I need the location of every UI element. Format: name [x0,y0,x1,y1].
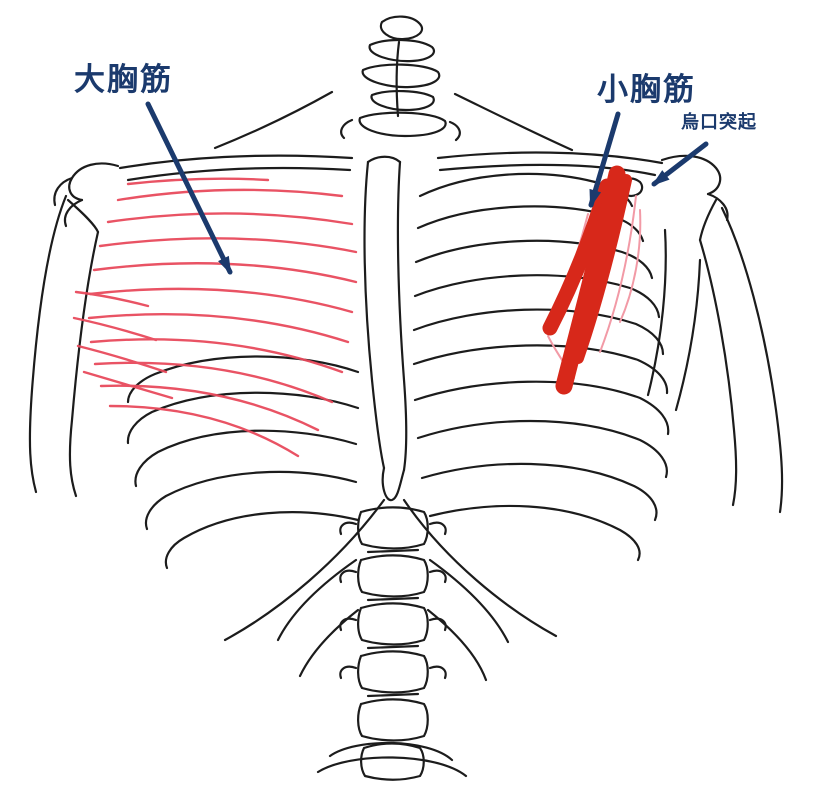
ribcage-sketch [28,15,784,781]
label-pectoralis-major: 大胸筋 [74,62,173,97]
arrow-pectoralis-minor [588,111,621,208]
pectoralis-major-muscle [72,177,358,458]
label-pectoralis-minor: 小胸筋 [597,72,696,107]
pectoralis-minor-muscle [542,165,632,395]
arrow-pectoralis-major [145,101,233,275]
annotation-arrows [145,101,709,275]
label-coracoid-process: 烏口突起 [681,112,757,132]
arrow-coracoid-process [651,141,709,187]
